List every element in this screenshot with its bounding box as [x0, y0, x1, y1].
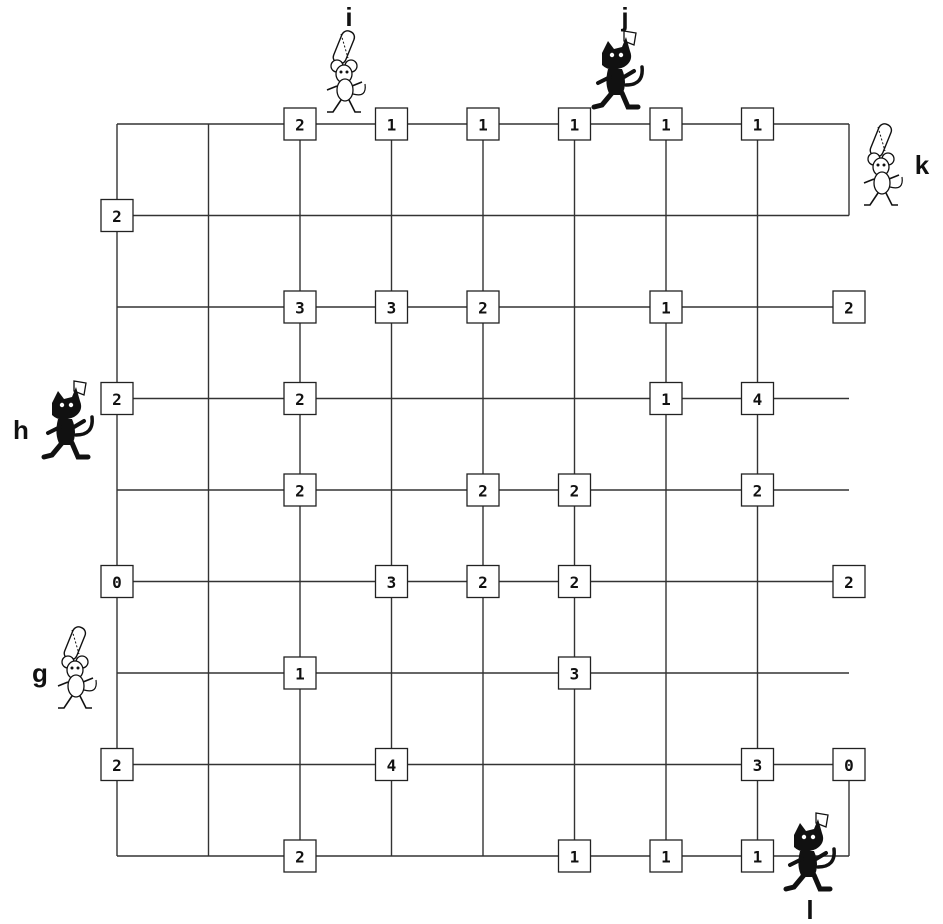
- clue-cell: 3: [284, 291, 316, 323]
- character-label: h: [13, 415, 29, 445]
- clue-number: 1: [295, 665, 305, 684]
- clue-number: 2: [844, 299, 854, 318]
- clue-number: 1: [661, 848, 671, 867]
- character-label: l: [806, 895, 813, 924]
- character-h: h: [13, 381, 92, 457]
- clue-number: 1: [570, 848, 580, 867]
- clue-number: 3: [570, 665, 580, 684]
- clue-cell: 2: [101, 200, 133, 232]
- clue-number: 0: [844, 756, 854, 775]
- mouse-with-chainsaw-icon: [327, 29, 365, 112]
- clue-number: 3: [387, 573, 397, 592]
- clue-cell: 1: [376, 108, 408, 140]
- clue-cell: 3: [559, 657, 591, 689]
- clue-number: 1: [661, 299, 671, 318]
- clue-cell: 2: [284, 108, 316, 140]
- clue-number: 2: [112, 756, 122, 775]
- clue-cell: 3: [376, 566, 408, 598]
- clue-cell: 2: [559, 566, 591, 598]
- clue-number: 4: [753, 390, 763, 409]
- clue-cell: 1: [650, 840, 682, 872]
- clue-number: 2: [844, 573, 854, 592]
- character-l: l: [786, 813, 834, 924]
- clue-cell: 0: [101, 566, 133, 598]
- clue-number: 0: [112, 573, 122, 592]
- clue-number: 2: [478, 482, 488, 501]
- cat-with-axe-icon: [594, 31, 642, 107]
- clue-cell: 3: [742, 749, 774, 781]
- clue-cell: 2: [467, 291, 499, 323]
- clue-number: 2: [478, 573, 488, 592]
- character-j: j: [594, 2, 642, 107]
- clue-number: 3: [295, 299, 305, 318]
- clue-number: 2: [478, 299, 488, 318]
- character-i: i: [327, 2, 365, 112]
- clue-number: 1: [753, 848, 763, 867]
- clue-cell: 1: [742, 108, 774, 140]
- cat-with-axe-icon: [786, 813, 834, 889]
- clue-cell: 2: [101, 749, 133, 781]
- clue-number: 3: [387, 299, 397, 318]
- clue-number: 2: [112, 390, 122, 409]
- clue-number: 1: [387, 116, 397, 135]
- clue-number: 2: [570, 573, 580, 592]
- clue-number: 1: [753, 116, 763, 135]
- clue-cell: 1: [650, 383, 682, 415]
- character-label: j: [620, 2, 628, 32]
- character-label: i: [345, 2, 352, 32]
- character-g: g: [32, 625, 96, 708]
- clue-number: 1: [570, 116, 580, 135]
- clue-number: 3: [753, 756, 763, 775]
- clue-cell: 4: [742, 383, 774, 415]
- clue-cell: 2: [559, 474, 591, 506]
- clue-cell: 2: [467, 474, 499, 506]
- clue-cell: 2: [467, 566, 499, 598]
- clue-number: 2: [570, 482, 580, 501]
- character-label: k: [915, 150, 930, 180]
- mouse-with-chainsaw-icon: [58, 625, 96, 708]
- clue-number: 2: [753, 482, 763, 501]
- clue-cell: 1: [650, 108, 682, 140]
- cat-with-axe-icon: [44, 381, 92, 457]
- clue-cell: 1: [284, 657, 316, 689]
- clue-cell: 1: [467, 108, 499, 140]
- clue-number: 2: [295, 482, 305, 501]
- clue-cell: 2: [284, 474, 316, 506]
- clue-cell: 1: [650, 291, 682, 323]
- clue-cell: 2: [833, 566, 865, 598]
- clue-number: 1: [661, 116, 671, 135]
- clue-cell: 0: [833, 749, 865, 781]
- clue-cell: 1: [742, 840, 774, 872]
- clue-number: 2: [295, 390, 305, 409]
- clue-cell: 3: [376, 291, 408, 323]
- clue-number: 2: [295, 848, 305, 867]
- clue-number: 2: [112, 207, 122, 226]
- clue-number: 1: [661, 390, 671, 409]
- character-k: k: [864, 122, 930, 205]
- mouse-with-chainsaw-icon: [864, 122, 902, 205]
- clue-cell: 2: [284, 383, 316, 415]
- clue-number: 1: [478, 116, 488, 135]
- clue-cell: 2: [833, 291, 865, 323]
- clue-number: 4: [387, 756, 397, 775]
- clue-number: 2: [295, 116, 305, 135]
- clue-cell: 2: [101, 383, 133, 415]
- clue-cell: 4: [376, 749, 408, 781]
- character-label: g: [32, 658, 48, 688]
- clue-cell: 2: [742, 474, 774, 506]
- clue-cell: 1: [559, 108, 591, 140]
- clue-cell: 2: [284, 840, 316, 872]
- clue-cell: 1: [559, 840, 591, 872]
